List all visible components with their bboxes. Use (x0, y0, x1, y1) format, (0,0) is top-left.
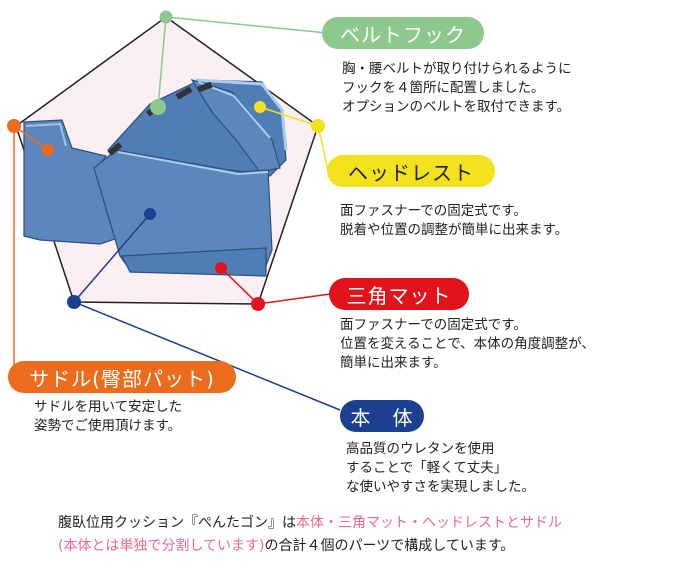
footer-line-2-suffix: の合計４個のパーツで構成しています。 (264, 538, 515, 554)
triangle-mat-shape (121, 247, 267, 277)
headrest-label: ヘッドレスト (327, 155, 495, 187)
headrest-description: 面ファスナーでの固定式です。 脱着や位置の調整が簡単に出来ます。 (340, 202, 568, 240)
belt-hook-description: 胸・腰ベルトが取り付けられるように フックを４箇所に配置しました。 オプションの… (342, 60, 572, 117)
belt-hook-desc-line: オプションのベルトを取付できます。 (342, 99, 571, 115)
triangle-mat-desc-line: 位置を変えることで、本体の角度調整が、 (340, 336, 595, 352)
belt-hook-3 (175, 86, 193, 100)
body-desc-line: な使いやすさを実現しました。 (346, 479, 535, 495)
triangle-mat-dot-inner (215, 262, 227, 274)
saddle-desc-line: 姿勢でご使用頂けます。 (34, 418, 182, 434)
body-label: 本 体 (340, 400, 424, 432)
belt-hook-desc-line: 胸・腰ベルトが取り付けられるように (342, 61, 572, 77)
footer-line-1: 腹臥位用クッション『ぺんたゴン』は本体・三角マット・ヘッドレストとサドル (58, 512, 562, 535)
triangle-mat-desc-line: 簡単に出来ます。 (340, 355, 447, 371)
saddle-dot-inner (42, 144, 54, 156)
cushion-illustration (23, 78, 288, 277)
headrest-dot-inner (254, 101, 266, 113)
saddle-label: サドル(臀部パット) (8, 361, 236, 393)
saddle-description: サドルを用いて安定した 姿勢でご使用頂けます。 (34, 398, 182, 436)
belt-hook-dot-inner (150, 99, 166, 115)
saddle-desc-line: サドルを用いて安定した (34, 399, 183, 415)
headrest-dot-outer (311, 119, 325, 133)
belt-hook-1 (107, 142, 123, 156)
belt-hook-dot-top (159, 10, 173, 24)
body-desc-line: 高品質のウレタンを使用 (346, 441, 495, 457)
belt-hook-4 (197, 81, 213, 93)
footer-text: 腹臥位用クッション『ぺんたゴン』は本体・三角マット・ヘッドレストとサドル (本体… (58, 512, 562, 558)
body-description: 高品質のウレタンを使用 することで「軽くて丈夫」 な使いやすさを実現しました。 (346, 440, 535, 497)
belt-hook-desc-line: フックを４箇所に配置しました。 (342, 80, 545, 96)
body-dot-outer (67, 295, 81, 309)
footer-line-2-highlight: (本体とは単独で分割しています) (58, 538, 265, 554)
footer-line-2: (本体とは単独で分割しています)の合計４個のパーツで構成しています。 (58, 535, 562, 558)
headrest-desc-line: 脱着や位置の調整が簡単に出来ます。 (340, 222, 569, 238)
headrest-desc-line: 面ファスナーでの固定式です。 (340, 203, 527, 219)
body-desc-line: することで「軽くて丈夫」 (346, 460, 508, 476)
saddle-dot-outer (7, 119, 21, 133)
footer-line-1-highlight: 本体・三角マット・ヘッドレストとサドル (296, 515, 562, 531)
body-dot-inner (144, 208, 156, 220)
triangle-mat-dot-outer (251, 297, 265, 311)
belt-hook-label: ベルトフック (322, 17, 484, 49)
triangle-mat-label: 三角マット (329, 278, 469, 310)
triangle-mat-desc-line: 面ファスナーでの固定式です。 (340, 317, 527, 333)
triangle-mat-description: 面ファスナーでの固定式です。 位置を変えることで、本体の角度調整が、 簡単に出来… (340, 316, 595, 373)
footer-line-1-prefix: 腹臥位用クッション『ぺんたゴン』は (58, 515, 296, 531)
